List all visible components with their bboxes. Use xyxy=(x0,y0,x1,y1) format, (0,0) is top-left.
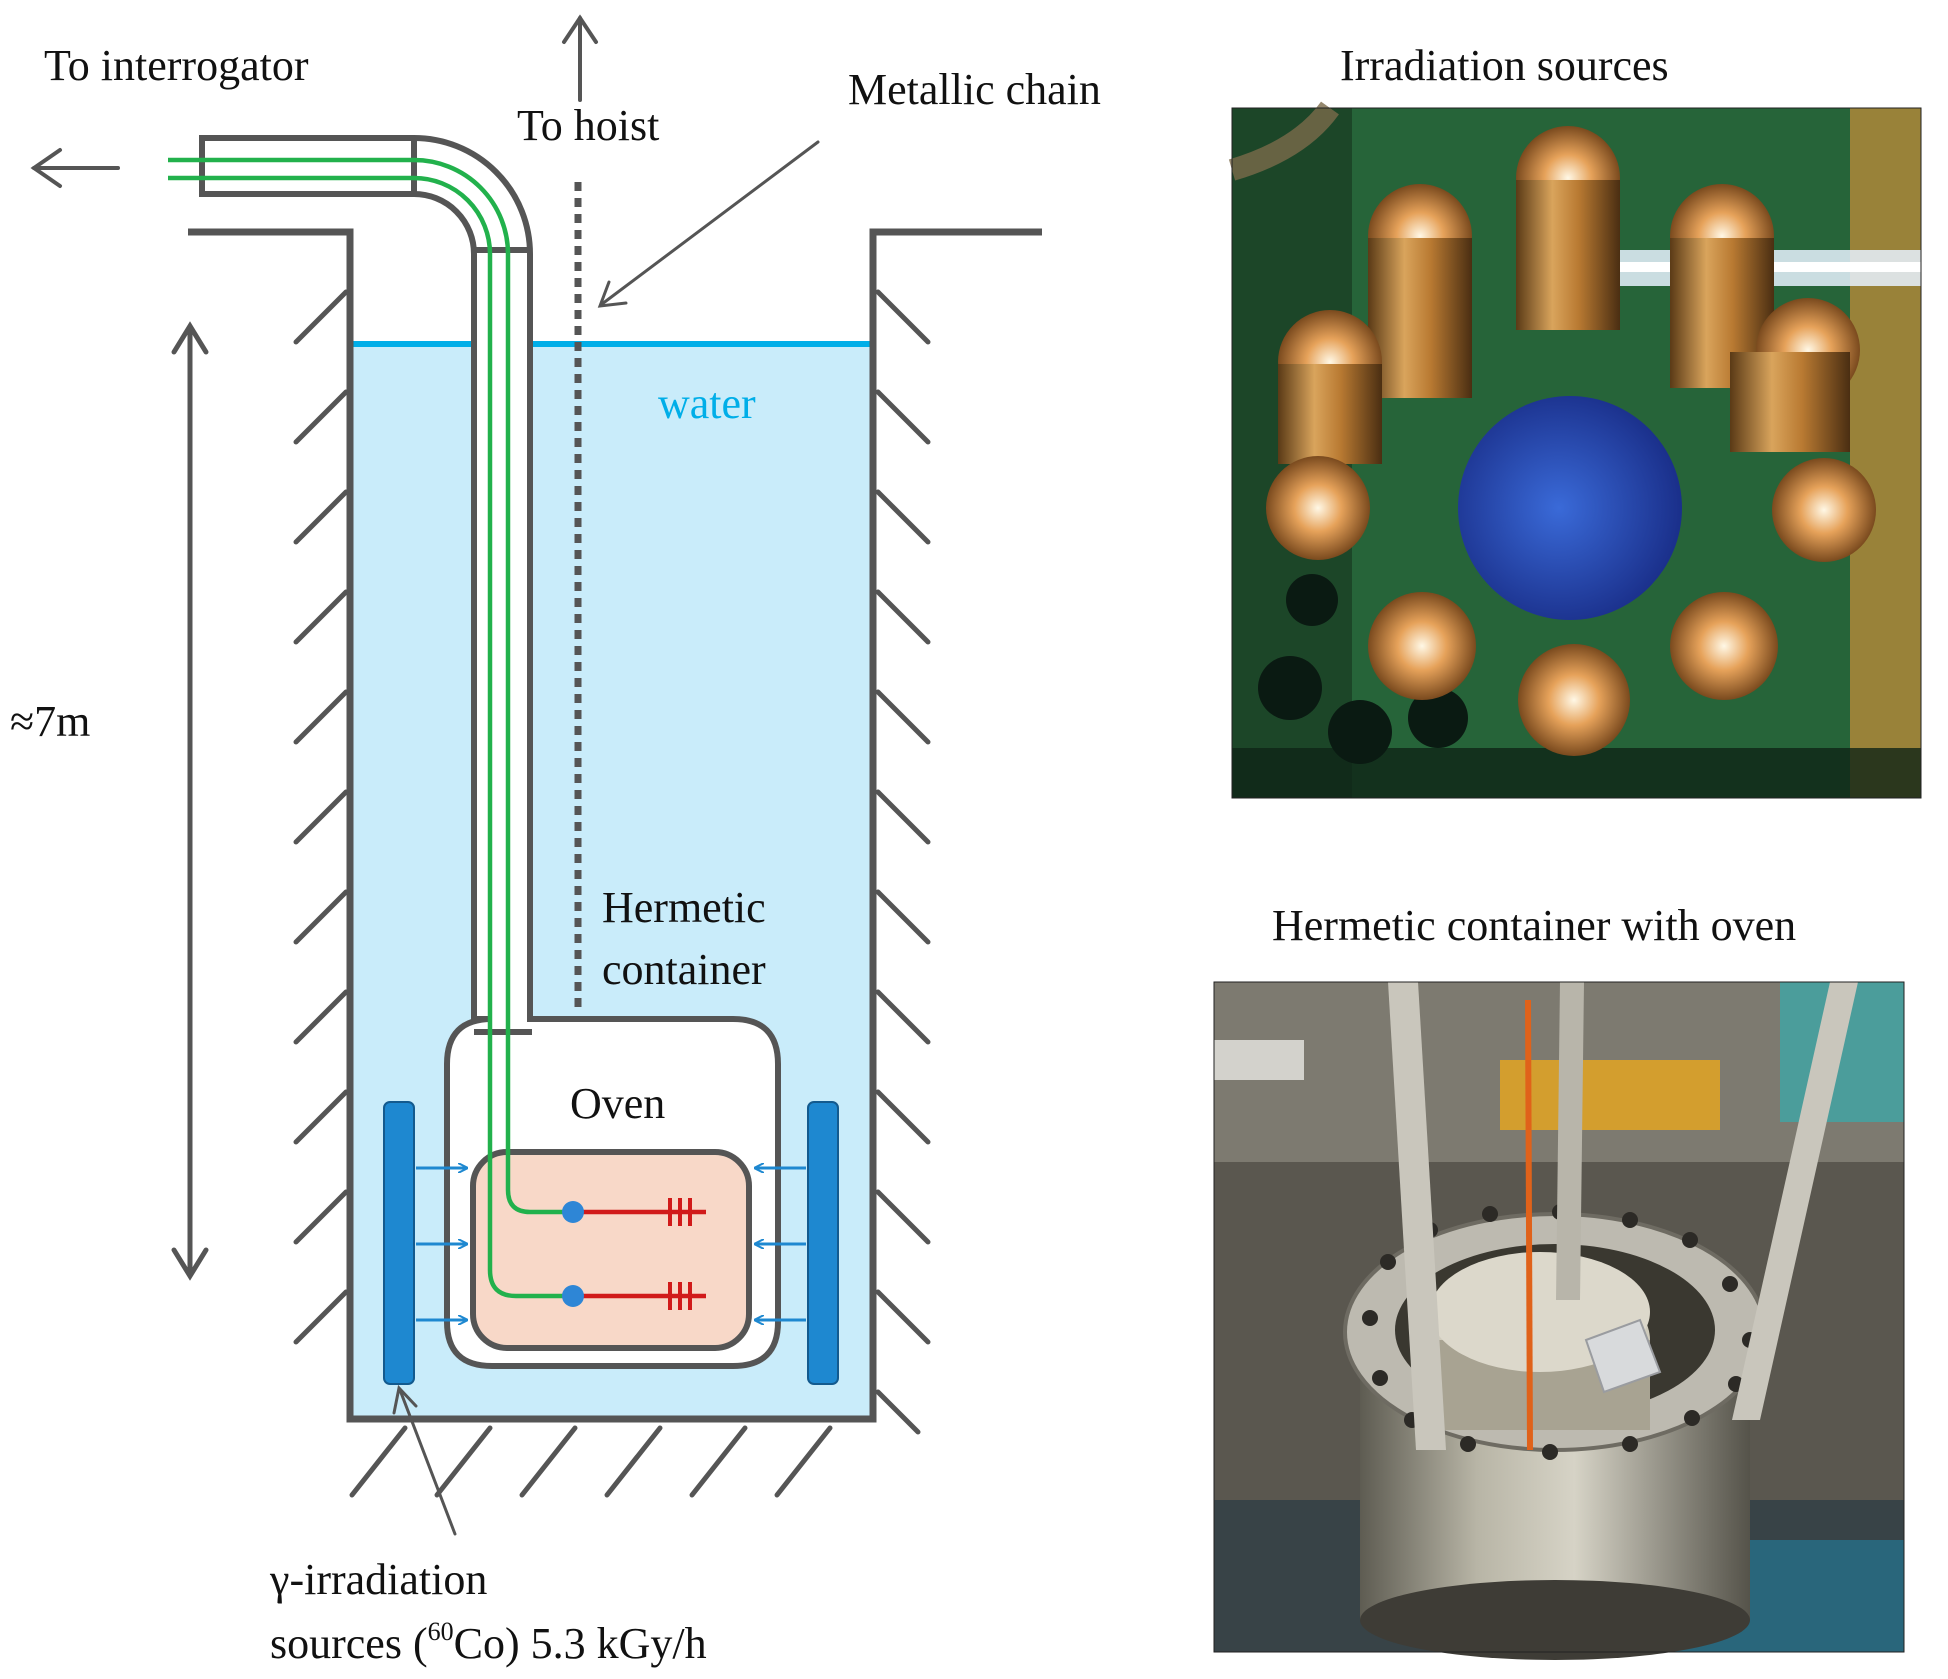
pool-wall xyxy=(188,228,1042,1423)
to-hoist-label: To hoist xyxy=(517,101,659,150)
right-ground-hatching xyxy=(875,289,931,1435)
to-interrogator-arrow xyxy=(30,148,120,188)
photo-bottom-title: Hermetic container with oven xyxy=(1272,901,1796,950)
fiber-outer xyxy=(168,157,574,1215)
photo-hermetic-container xyxy=(1213,981,1905,1660)
metallic-chain-pointer xyxy=(597,140,820,308)
source-bar-right xyxy=(807,1101,839,1385)
metallic-chain-label: Metallic chain xyxy=(848,65,1101,114)
photo-irradiation-sources xyxy=(1228,101,1922,799)
bottom-ground-hatching xyxy=(349,1425,833,1498)
water-label: water xyxy=(658,379,756,428)
fbg-sensor-lower xyxy=(562,1282,706,1310)
oven-label: Oven xyxy=(570,1079,665,1128)
gamma-source-pointer xyxy=(392,1384,457,1536)
left-ground-hatching xyxy=(293,289,349,1345)
gamma-label-line2: sources (60Co) 5.3 kGy/h xyxy=(270,1617,707,1668)
source-bar-left xyxy=(383,1101,415,1385)
photo-bolt-holes xyxy=(1362,1204,1758,1460)
optical-fibers xyxy=(168,157,574,1299)
photo-source-rods xyxy=(1266,126,1876,756)
hermetic-label-line1: Hermetic xyxy=(602,883,766,932)
gamma-label-suffix: Co) 5.3 kGy/h xyxy=(454,1619,707,1668)
to-hoist-arrow xyxy=(562,14,598,102)
gamma-label-sup: 60 xyxy=(428,1617,454,1646)
depth-arrow xyxy=(171,321,209,1281)
photo-top-title: Irradiation sources xyxy=(1340,41,1669,90)
to-interrogator-label: To interrogator xyxy=(44,41,309,90)
fbg-sensor-upper xyxy=(562,1198,706,1226)
hermetic-label-line2: container xyxy=(602,945,766,994)
photo-center-disk xyxy=(1458,396,1682,620)
radiation-arrows xyxy=(416,1168,806,1320)
oven xyxy=(470,1149,752,1351)
depth-label: ≈7m xyxy=(10,697,90,746)
splice-dot-lower xyxy=(562,1285,584,1307)
splice-dot-upper xyxy=(562,1201,584,1223)
gamma-label-line1: γ-irradiation xyxy=(269,1555,487,1604)
gamma-label-prefix: sources ( xyxy=(270,1619,428,1668)
fiber-inner xyxy=(168,175,574,1299)
